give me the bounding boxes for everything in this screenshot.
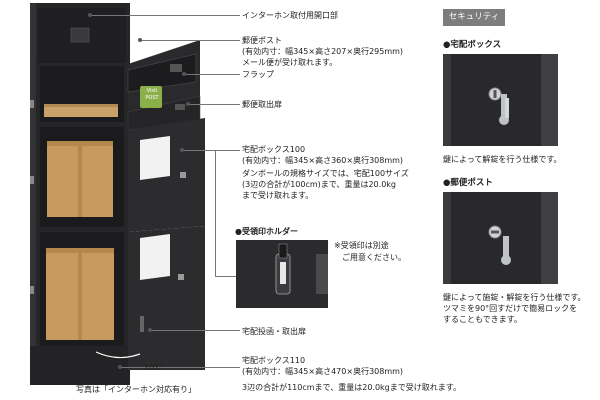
label-mail-post: 郵便ポスト xyxy=(242,36,282,45)
label-stamp-note1: ※受領印は別途 xyxy=(334,241,389,250)
label-intercom: インターホン取付用開口部 xyxy=(242,11,338,20)
security-post-desc2: ツマミを90°回すだけで簡易ロックを xyxy=(443,304,578,313)
photo-caption: 写真は「インターホン対応有り」 xyxy=(76,385,196,394)
label-mail-post-size: (有効内寸：幅345×高さ207×奥行295mm) xyxy=(242,47,404,56)
stamp-holder-photo xyxy=(236,240,328,308)
label-mail-post-note: メール便が受け取れます。 xyxy=(242,58,338,67)
label-mail-door: 郵便取出扉 xyxy=(242,100,282,109)
label-box110-size: (有効内寸：幅345×高さ470×奥行308mm) xyxy=(242,367,404,376)
label-box100-note1: ダンボールの規格サイズでは、宅配100サイズ xyxy=(242,169,409,178)
label-box100-size: (有効内寸：幅345×高さ360×奥行308mm) xyxy=(242,156,404,165)
label-box100: 宅配ボックス100 xyxy=(242,145,306,154)
flap xyxy=(127,53,197,93)
security-badge: セキュリティ xyxy=(443,9,505,26)
security-post-desc1: 鍵によって施錠・解錠を行う仕様です。 xyxy=(443,293,586,302)
security-post-photo xyxy=(443,192,558,284)
callout-intercom xyxy=(90,15,240,16)
visit-post-text: Visit POST xyxy=(145,88,159,101)
security-box-illustration xyxy=(443,54,558,146)
security-box-desc: 鍵によって解錠を行う仕様です。 xyxy=(443,155,562,164)
label-delivery-door: 宅配投函・取出扉 xyxy=(242,327,306,336)
label-box110-note: 3辺の合計が110cmまで、重量は20.0kgまで受け取れます。 xyxy=(242,383,461,392)
label-angle: 102° xyxy=(144,363,164,372)
label-box110: 宅配ボックス110 xyxy=(242,356,306,365)
label-flap: フラップ xyxy=(242,70,274,79)
security-post-desc3: することもできます。 xyxy=(443,315,522,324)
intercom-opening xyxy=(70,27,90,43)
stamp-holder-illustration xyxy=(236,240,328,308)
security-post-title: ●郵便ポスト xyxy=(443,178,493,188)
label-box100-note3: まで受け取れます。 xyxy=(242,191,314,200)
security-box-photo xyxy=(443,54,558,146)
label-stamp-note2: ご用意ください。 xyxy=(342,253,406,262)
label-stamp-holder: ●受領印ホルダー xyxy=(235,227,298,236)
door-angle-arc xyxy=(95,351,141,359)
label-box100-note2: (3辺の合計が100cm)まで、重量は20.0kg xyxy=(242,180,396,189)
visit-post-badge xyxy=(140,86,162,108)
security-box-title: ●宅配ボックス xyxy=(443,40,502,50)
security-post-illustration xyxy=(443,192,558,284)
